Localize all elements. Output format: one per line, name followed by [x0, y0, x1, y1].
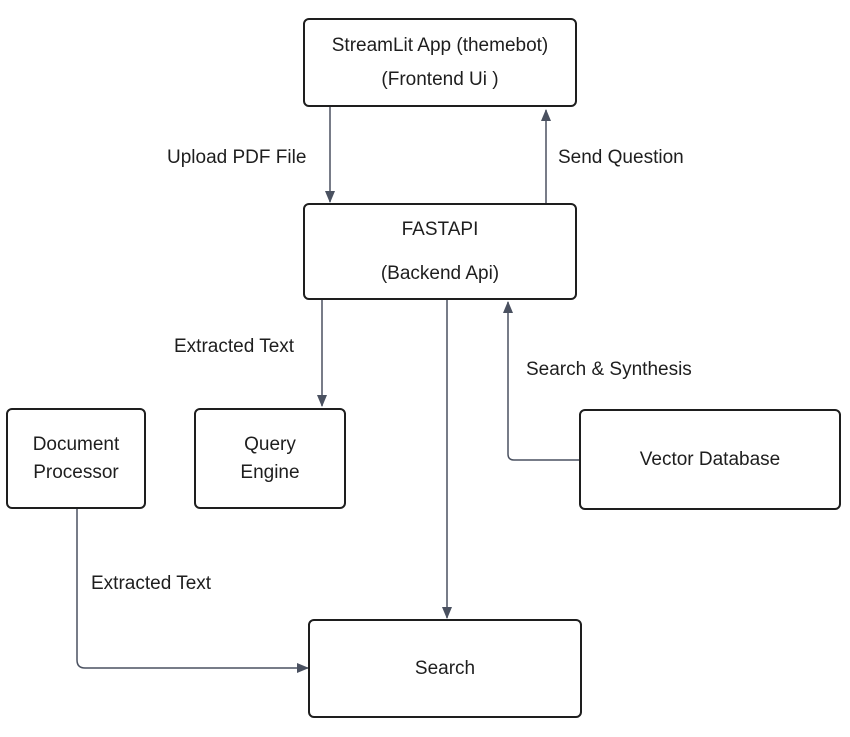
edge-label-extracted-text-search: Extracted Text	[91, 573, 212, 594]
edge-extracted-text-search	[76, 509, 309, 673]
edge-label-send-question: Send Question	[558, 147, 684, 168]
document-processor-node: Document Processor	[6, 408, 146, 509]
edge-label-upload-pdf: Upload PDF File	[167, 147, 307, 168]
vector-database-node: Vector Database	[579, 409, 841, 510]
fastapi-node: FASTAPI (Backend Api)	[303, 203, 577, 300]
edge-label-extracted-text-query: Extracted Text	[174, 336, 295, 357]
document-processor-line2: Processor	[33, 461, 119, 483]
streamlit-app-subtitle: (Frontend Ui )	[381, 68, 499, 90]
document-processor-line1: Document	[32, 433, 120, 455]
fastapi-title: FASTAPI	[401, 218, 479, 240]
query-engine-node: Query Engine	[194, 408, 346, 509]
vector-database-title: Vector Database	[639, 448, 781, 470]
streamlit-app-node: StreamLit App (themebot) (Frontend Ui )	[303, 18, 577, 107]
fastapi-subtitle: (Backend Api)	[380, 262, 500, 284]
edge-search-synthesis	[503, 301, 579, 461]
streamlit-app-title: StreamLit App (themebot)	[331, 34, 549, 56]
search-title: Search	[414, 657, 476, 679]
query-engine-line1: Query	[244, 433, 296, 455]
query-engine-line2: Engine	[240, 461, 300, 483]
search-node: Search	[308, 619, 582, 718]
edge-label-search-synthesis: Search & Synthesis	[526, 359, 692, 380]
